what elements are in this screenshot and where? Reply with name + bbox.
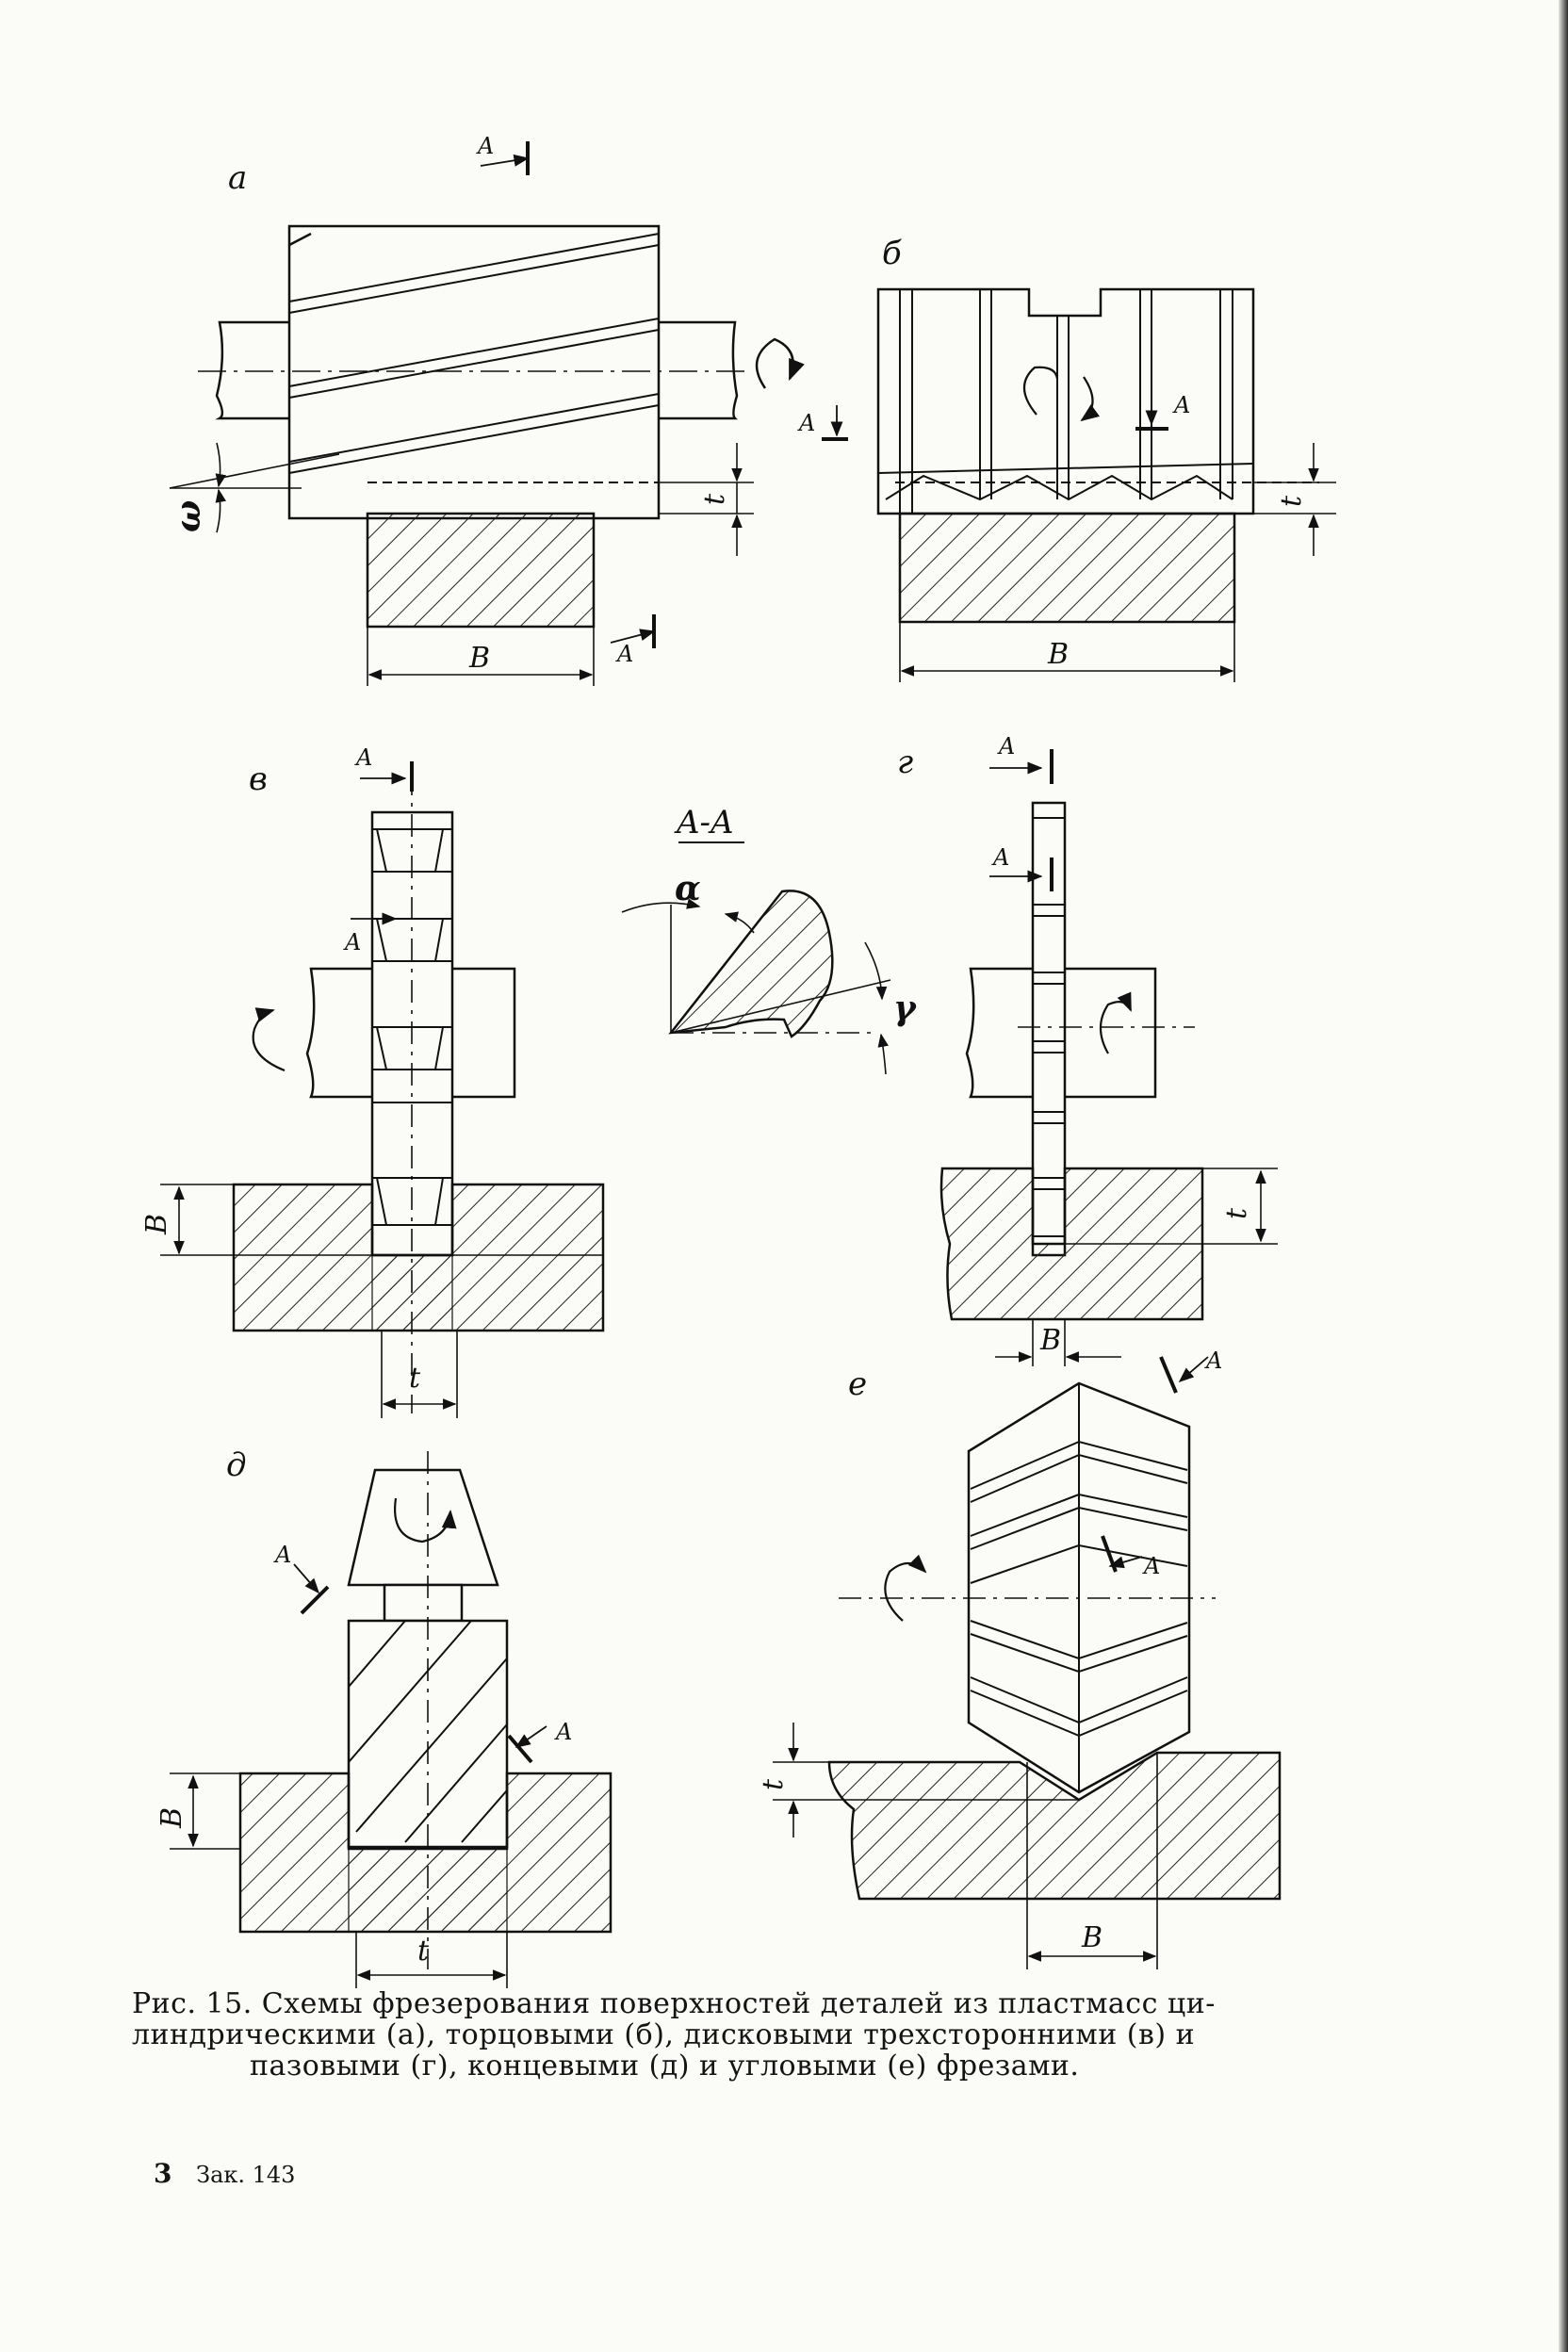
- width-label: B: [1047, 638, 1069, 671]
- slot-cutter: [1031, 801, 1067, 1257]
- shaft-right: [659, 320, 739, 420]
- shaft: [305, 967, 372, 1099]
- cutter-teeth: [1033, 817, 1065, 1237]
- panel-e-letter: е: [848, 1365, 867, 1403]
- tooth-profile: [668, 890, 834, 1038]
- section-mark-label: A: [354, 744, 372, 771]
- panel-b-letter: б: [882, 235, 902, 272]
- depth-label: t: [698, 493, 731, 505]
- figure-caption: Рис. 15. Схемы фрезерования поверхностей…: [132, 1988, 1357, 2082]
- section-mark-label: A: [997, 733, 1015, 760]
- width-label: B: [1039, 1324, 1061, 1357]
- section-aa-title: A-A: [674, 804, 734, 841]
- helical-flutes: [348, 1620, 508, 1843]
- rotation-arrow: [755, 337, 805, 389]
- shaft: [965, 967, 1033, 1099]
- panel-a: [169, 141, 805, 686]
- panel-e: [773, 1356, 1282, 1969]
- print-order: Зак. 143: [196, 2162, 296, 2188]
- width-label: B: [1081, 1921, 1102, 1954]
- depth-label: t: [1220, 1207, 1253, 1219]
- width-label: B: [468, 642, 490, 675]
- page-edge-shadow: [1559, 0, 1568, 2352]
- depth-label: t: [409, 1362, 421, 1395]
- width-label: B: [140, 1214, 173, 1235]
- section-mark-label: A: [615, 641, 633, 667]
- rotation-arrow: [252, 1007, 286, 1072]
- panel-v: [160, 761, 605, 1418]
- section-mark-label: A: [991, 844, 1009, 871]
- width-label: B: [155, 1807, 188, 1829]
- section-mark-label: A: [476, 133, 494, 159]
- cylindrical-cutter-body: [287, 224, 661, 520]
- panel-b: [822, 287, 1336, 682]
- shaft-left: [215, 320, 289, 420]
- caption-line: линдрическими (а), торцовыми (б), дисков…: [132, 2018, 1196, 2051]
- panel-a-letter: а: [228, 159, 247, 197]
- page-footer: 3 Зак. 143: [154, 2158, 295, 2189]
- end-mill-shank: [347, 1468, 499, 1587]
- rotation-arrow: [1022, 366, 1059, 416]
- caption-line: пазовыми (г), концевыми (д) и угловыми (…: [250, 2050, 1080, 2082]
- depth-label: t: [757, 1778, 790, 1790]
- section-mark-label: A: [797, 410, 815, 436]
- section-mark-label: A: [554, 1719, 572, 1745]
- depth-label: t: [1275, 495, 1308, 507]
- panel-g: [939, 749, 1278, 1366]
- rotation-arrow: [1099, 991, 1133, 1054]
- workpiece: [898, 512, 1236, 624]
- workpiece: [366, 512, 596, 629]
- cutter-teeth: [970, 1383, 1188, 1792]
- section-mark-label: A: [1204, 1348, 1222, 1374]
- section-aa: [621, 841, 891, 1075]
- page-number: 3: [154, 2158, 172, 2189]
- helix-angle-label: ω: [169, 500, 208, 532]
- caption-line: Рис. 15. Схемы фрезерования поверхностей…: [132, 1987, 1216, 2020]
- rake-angle-label: γ: [893, 988, 918, 1028]
- section-mark-label: A: [1172, 392, 1190, 418]
- panel-d: [170, 1451, 612, 1988]
- section-mark-label: A: [343, 929, 361, 956]
- cutter-teeth: [877, 289, 1254, 514]
- rotation-arrow: [394, 1497, 457, 1544]
- section-mark-label: A: [273, 1542, 291, 1568]
- panel-d-letter: д: [226, 1446, 247, 1484]
- panel-g-letter: г: [897, 743, 913, 781]
- section-mark-label: A: [1142, 1553, 1160, 1579]
- clearance-angle-label: α: [675, 869, 701, 908]
- depth-label: t: [417, 1935, 430, 1968]
- panel-v-letter: в: [249, 760, 268, 798]
- rotation-arrow: [884, 1554, 927, 1622]
- helical-flutes: [288, 233, 660, 474]
- workpiece: [827, 1751, 1282, 1901]
